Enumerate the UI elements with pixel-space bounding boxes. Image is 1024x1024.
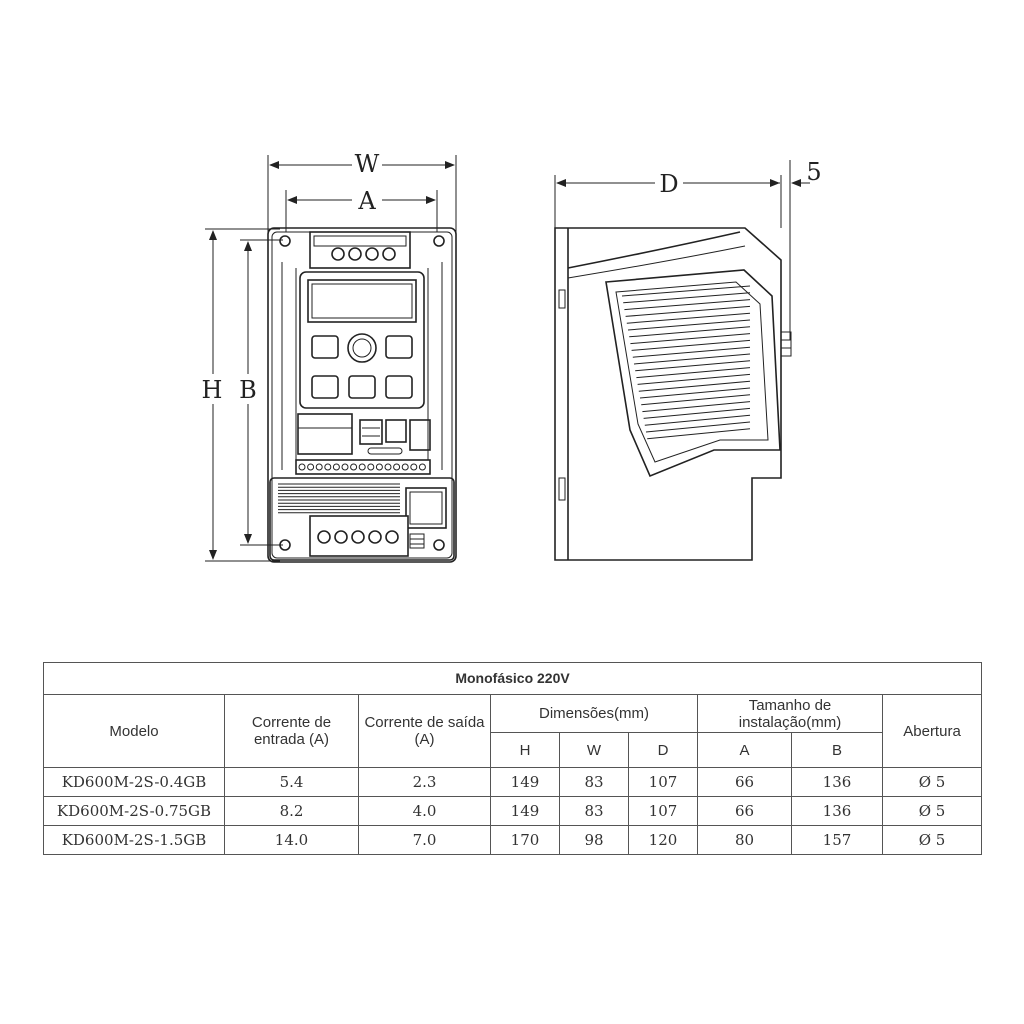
header-d: D <box>628 732 698 768</box>
header-dimensoes: Dimensões(mm) <box>490 694 698 733</box>
cell-w: 83 <box>559 767 629 797</box>
header-tamanho-instalacao: Tamanho de instalação(mm) <box>697 694 883 733</box>
cell-w: 83 <box>559 796 629 826</box>
side-view: D 5 <box>554 158 822 561</box>
dimension-w: W <box>267 148 457 232</box>
front-view: W A H B <box>200 148 457 563</box>
cell-entrada: 5.4 <box>224 767 359 797</box>
cell-b: 136 <box>791 796 883 826</box>
dimension-gap: 5 <box>760 158 822 340</box>
header-abertura: Abertura <box>881 694 983 768</box>
cell-modelo: KD600M-2S-0.4GB <box>43 767 225 797</box>
cell-saida: 7.0 <box>358 825 491 855</box>
cell-d: 107 <box>628 767 698 797</box>
cell-abertura: Ø 5 <box>881 825 983 855</box>
technical-drawing: W A H B <box>200 148 822 563</box>
cell-d: 120 <box>628 825 698 855</box>
header-modelo: Modelo <box>43 694 225 768</box>
cell-h: 170 <box>490 825 560 855</box>
header-a: A <box>697 732 792 768</box>
cell-entrada: 14.0 <box>224 825 359 855</box>
dimension-a: A <box>285 186 438 232</box>
cell-abertura: Ø 5 <box>881 796 983 826</box>
keypad-panel <box>299 271 425 409</box>
table-row: KD600M-2S-0.75GB 8.2 4.0 149 83 107 66 1… <box>43 796 983 826</box>
dimension-w-label: W <box>355 150 380 178</box>
header-corrente-saida: Corrente de saída (A) <box>358 694 491 768</box>
cell-w: 98 <box>559 825 629 855</box>
dimension-b-label: B <box>239 376 257 404</box>
header-corrente-entrada: Corrente de entrada (A) <box>224 694 359 768</box>
cell-b: 136 <box>791 767 883 797</box>
cell-saida: 2.3 <box>358 767 491 797</box>
cell-b: 157 <box>791 825 883 855</box>
cell-h: 149 <box>490 796 560 826</box>
cell-a: 66 <box>697 767 792 797</box>
dimension-gap-label: 5 <box>806 158 821 186</box>
cell-h: 149 <box>490 767 560 797</box>
cell-entrada: 8.2 <box>224 796 359 826</box>
connector-area <box>297 413 431 455</box>
bottom-section <box>269 477 455 561</box>
header-h: H <box>490 732 560 768</box>
spec-table: Monofásico 220V Modelo Corrente de entra… <box>42 662 983 855</box>
table-row: KD600M-2S-1.5GB 14.0 7.0 170 98 120 80 1… <box>43 825 983 855</box>
top-terminal-block <box>309 231 411 269</box>
cell-a: 80 <box>697 825 792 855</box>
dimension-h-label: H <box>202 376 223 404</box>
dimension-h: H <box>200 228 280 562</box>
dimension-d: D <box>554 168 782 228</box>
header-w: W <box>559 732 629 768</box>
cell-modelo: KD600M-2S-0.75GB <box>43 796 225 826</box>
header-b: B <box>791 732 883 768</box>
cell-d: 107 <box>628 796 698 826</box>
dimension-b: B <box>236 239 283 546</box>
dimension-a-label: A <box>357 187 376 215</box>
table-row: KD600M-2S-0.4GB 5.4 2.3 149 83 107 66 13… <box>43 767 983 797</box>
mounting-holes <box>279 235 445 551</box>
table-title: Monofásico 220V <box>42 662 983 695</box>
control-terminal-strip <box>295 459 431 475</box>
cell-modelo: KD600M-2S-1.5GB <box>43 825 225 855</box>
cell-abertura: Ø 5 <box>881 767 983 797</box>
cell-saida: 4.0 <box>358 796 491 826</box>
dimension-d-label: D <box>659 170 678 198</box>
cell-a: 66 <box>697 796 792 826</box>
